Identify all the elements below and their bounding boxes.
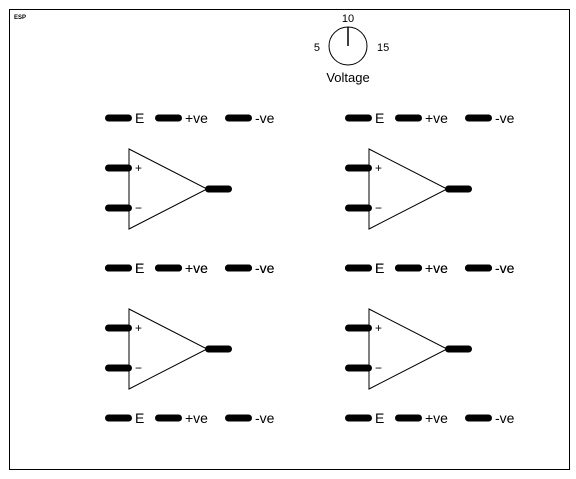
knob-title: Voltage — [326, 70, 369, 85]
opamp-module-a: E +ve -ve + − E +ve -ve — [105, 110, 275, 276]
opamp-triangle — [368, 148, 449, 230]
module-a-inverting-sign: − — [135, 201, 142, 215]
module-b-top-negative-pad[interactable] — [465, 114, 492, 122]
module-a-output-pad[interactable] — [205, 185, 232, 193]
module-b-noninverting-input-pad[interactable] — [345, 164, 372, 172]
module-c-top-ground-label: E — [135, 260, 144, 276]
module-b-bottom-positive-label: +ve — [425, 260, 448, 276]
module-c-bottom-terminal-row: E +ve -ve — [105, 410, 275, 426]
module-d-output-pad[interactable] — [445, 345, 472, 353]
module-a-top-ground-label: E — [135, 110, 144, 126]
module-c-bottom-positive-pad[interactable] — [155, 414, 182, 422]
module-a-top-negative-label: -ve — [255, 110, 275, 126]
module-c-top-ground-pad[interactable] — [105, 264, 132, 272]
opamp-module-b: E +ve -ve + − E +ve -ve — [345, 110, 515, 276]
module-c-bottom-ground-pad[interactable] — [105, 414, 132, 422]
module-b-bottom-ground-label: E — [375, 260, 384, 276]
module-a-noninverting-sign: + — [135, 161, 142, 175]
module-d-noninverting-input-pad[interactable] — [345, 324, 372, 332]
knob-scale-min: 5 — [314, 42, 320, 54]
module-b-inverting-input-pad[interactable] — [345, 204, 372, 212]
module-c-output-pad[interactable] — [205, 345, 232, 353]
module-d-bottom-terminal-row: E +ve -ve — [345, 410, 515, 426]
module-d-bottom-negative-label: -ve — [495, 410, 515, 426]
module-b-top-ground-label: E — [375, 110, 384, 126]
module-c-bottom-positive-label: +ve — [185, 410, 208, 426]
module-d-bottom-ground-label: E — [375, 410, 384, 426]
opamp-module-d: E +ve -ve + − E +ve -ve — [345, 260, 515, 426]
module-c-bottom-negative-pad[interactable] — [225, 414, 252, 422]
module-c-noninverting-input-pad[interactable] — [105, 324, 132, 332]
module-b-output-pad[interactable] — [445, 185, 472, 193]
panel-border — [9, 9, 570, 470]
opamp-module-c: E +ve -ve + − E +ve -ve — [105, 260, 275, 426]
module-a-bottom-ground-label: E — [135, 260, 144, 276]
opamp-triangle — [128, 148, 209, 230]
module-d-top-positive-pad[interactable] — [395, 264, 422, 272]
module-a-bottom-positive-label: +ve — [185, 260, 208, 276]
knob-scale-mid: 10 — [342, 13, 354, 25]
module-c-inverting-input-pad[interactable] — [105, 364, 132, 372]
module-c-noninverting-sign: + — [135, 321, 142, 335]
module-d-top-positive-label: +ve — [425, 260, 448, 276]
module-c-top-positive-label: +ve — [185, 260, 208, 276]
module-d-top-ground-pad[interactable] — [345, 264, 372, 272]
module-d-inverting-sign: − — [375, 361, 382, 375]
module-c-top-positive-pad[interactable] — [155, 264, 182, 272]
module-c-inverting-sign: − — [135, 361, 142, 375]
module-b-top-positive-label: +ve — [425, 110, 448, 126]
module-a-bottom-negative-label: -ve — [255, 260, 275, 276]
module-a-top-positive-pad[interactable] — [155, 114, 182, 122]
module-c-top-negative-pad[interactable] — [225, 264, 252, 272]
module-b-top-negative-label: -ve — [495, 110, 515, 126]
module-c-bottom-ground-label: E — [135, 410, 144, 426]
module-d-top-negative-pad[interactable] — [465, 264, 492, 272]
module-b-noninverting-sign: + — [375, 161, 382, 175]
opamp-modules: E+ve-ve+−E+ve-veE+ve-ve+−E+ve-veE+ve-ve+… — [105, 110, 515, 426]
module-b-top-ground-pad[interactable] — [345, 114, 372, 122]
module-c-bottom-negative-label: -ve — [255, 410, 275, 426]
module-d-bottom-positive-pad[interactable] — [395, 414, 422, 422]
module-a-top-negative-pad[interactable] — [225, 114, 252, 122]
opamp-triangle — [368, 308, 449, 390]
module-a-top-ground-pad[interactable] — [105, 114, 132, 122]
module-a-noninverting-input-pad[interactable] — [105, 164, 132, 172]
module-a-top-terminal-row: E +ve -ve — [105, 110, 275, 126]
module-b-top-terminal-row: E +ve -ve — [345, 110, 515, 126]
module-d-bottom-ground-pad[interactable] — [345, 414, 372, 422]
module-d-bottom-negative-pad[interactable] — [465, 414, 492, 422]
knob-scale-max: 15 — [377, 42, 389, 54]
voltage-knob[interactable]: 10 5 15 Voltage — [314, 13, 389, 85]
module-d-top-terminal-row: E +ve -ve — [345, 260, 515, 276]
module-b-top-positive-pad[interactable] — [395, 114, 422, 122]
module-b-inverting-sign: − — [375, 201, 382, 215]
opamp-triangle — [128, 308, 209, 390]
module-a-inverting-input-pad[interactable] — [105, 204, 132, 212]
module-d-noninverting-sign: + — [375, 321, 382, 335]
module-c-top-negative-label: -ve — [255, 260, 275, 276]
module-c-top-terminal-row: E +ve -ve — [105, 260, 275, 276]
module-d-top-negative-label: -ve — [495, 260, 515, 276]
module-d-top-ground-label: E — [375, 260, 384, 276]
module-a-top-positive-label: +ve — [185, 110, 208, 126]
module-b-bottom-negative-label: -ve — [495, 260, 515, 276]
module-d-inverting-input-pad[interactable] — [345, 364, 372, 372]
esp-logo: ESP — [14, 15, 26, 21]
module-d-bottom-positive-label: +ve — [425, 410, 448, 426]
